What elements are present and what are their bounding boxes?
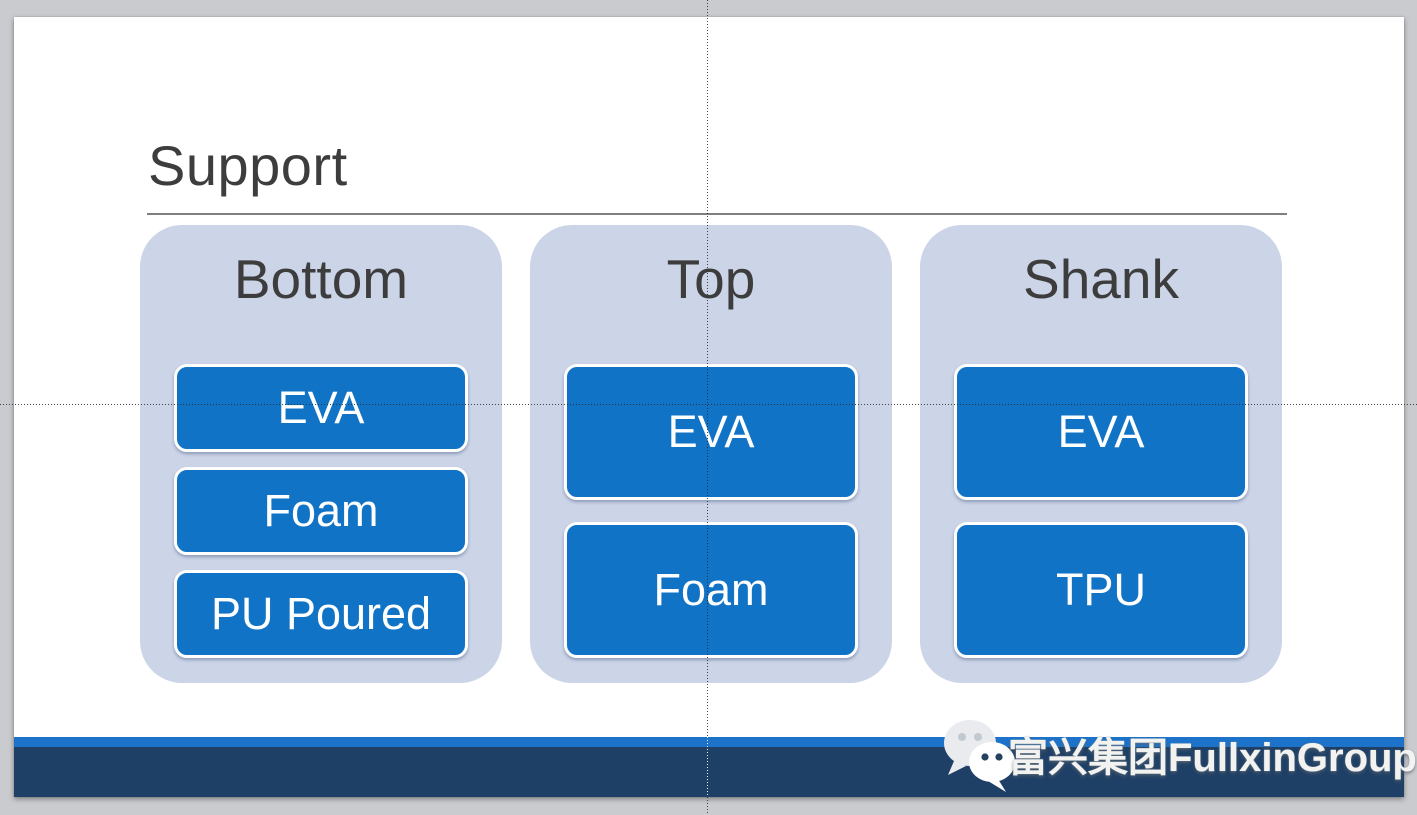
footer-bar [14,747,1404,797]
column-card-top[interactable]: Top EVA Foam [530,225,892,683]
item-shape-foam[interactable]: Foam [174,467,468,555]
brand-text: 富兴集团FullxinGroup [1008,736,1417,780]
column-header: Shank [1023,248,1179,310]
column-card-bottom[interactable]: Bottom EVA Foam PU Poured [140,225,502,683]
slide-page: Support Bottom EVA Foam PU Poured Top EV… [14,17,1417,797]
column-header: Bottom [233,248,409,310]
vertical-guide-tail-segment[interactable] [707,797,708,815]
column-items: EVA TPU [954,364,1248,658]
vertical-guide[interactable] [707,0,708,737]
item-shape-eva[interactable]: EVA [564,364,858,500]
column-items: EVA Foam PU Poured [174,364,468,658]
column-header: Top [666,248,756,310]
item-shape-eva[interactable]: EVA [174,364,468,452]
wechat-icon [944,720,1015,792]
column-card-shank[interactable]: Shank EVA TPU [920,225,1282,683]
slide-title[interactable]: Support [148,134,348,197]
item-shape-tpu[interactable]: TPU [954,522,1248,658]
item-shape-pu-poured[interactable]: PU Poured [174,570,468,658]
horizontal-guide[interactable] [0,404,1417,405]
item-shape-eva[interactable]: EVA [954,364,1248,500]
title-underline [147,213,1287,215]
item-shape-foam[interactable]: Foam [564,522,858,658]
footer-accent-stripe [14,737,1404,747]
vertical-guide-footer-segment[interactable] [707,737,708,797]
column-items: EVA Foam [564,364,858,658]
